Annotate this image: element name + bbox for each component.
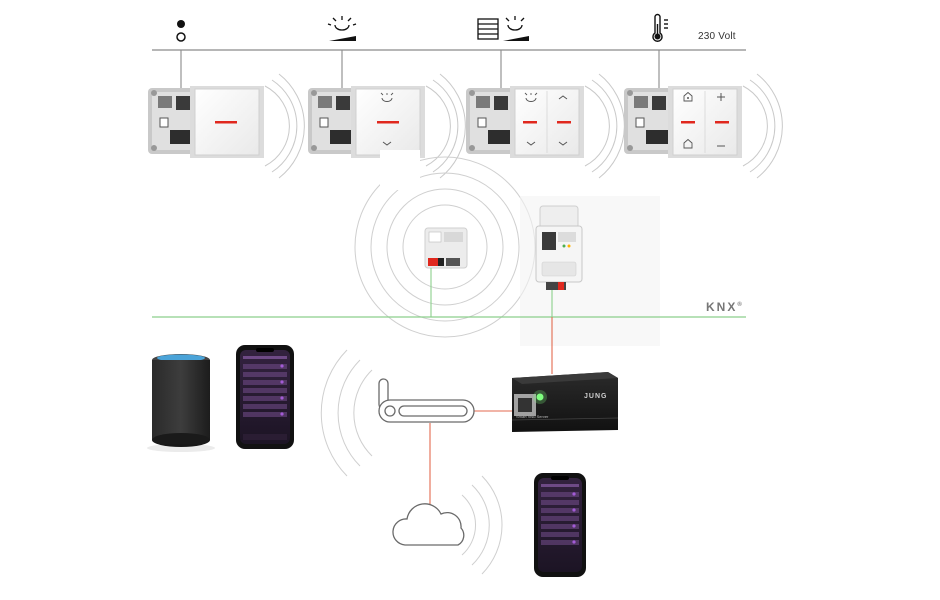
chevron-down-icon (526, 141, 536, 146)
knx-ip-router (535, 205, 583, 290)
knx-label: KNX (706, 300, 738, 314)
smart-speaker (147, 354, 215, 452)
switch-insert-3 (466, 88, 516, 154)
away-icon (683, 138, 693, 149)
smart-visu-server (511, 372, 619, 432)
radio-waves-cloud (461, 475, 503, 575)
ip-network-lines (429, 317, 553, 510)
status-led (523, 121, 537, 124)
switch-insert-1 (148, 88, 198, 154)
switch-plate-3 (510, 86, 584, 158)
switch-plate-2 (351, 86, 425, 158)
status-led (681, 121, 695, 124)
server-brand: JUNG (584, 393, 608, 400)
light-switch-icon (176, 20, 186, 42)
radio-waves-switches (264, 73, 783, 179)
rf-gateway-module (424, 227, 468, 269)
wlan-router-icon (378, 378, 475, 423)
home-icon (683, 91, 693, 102)
blinds-dimmer-icon (477, 16, 529, 41)
wave-mask (380, 150, 420, 190)
radio-waves-router (320, 349, 373, 477)
dimmer-icon (524, 92, 538, 102)
knx-logo: KNX® (706, 300, 742, 314)
status-led (557, 121, 571, 124)
status-led (715, 121, 729, 124)
voltage-label: 230 Volt (698, 31, 736, 42)
knx-registered-mark: ® (737, 302, 742, 308)
switch-plate-4 (668, 86, 742, 158)
chevron-down-icon (382, 141, 392, 146)
switch-insert-2 (308, 88, 358, 154)
status-led (215, 121, 237, 124)
smartphone-2 (534, 473, 586, 577)
plus-icon (717, 93, 725, 101)
smartphone-1 (236, 345, 294, 449)
chevron-down-icon (558, 141, 568, 146)
dimmer-icon (380, 92, 394, 102)
switch-plate-1 (190, 86, 264, 158)
dimmer-icon (327, 16, 357, 41)
chevron-up-icon (558, 95, 568, 100)
switch-insert-4 (624, 88, 674, 154)
server-label: Smart Visu Server (516, 414, 549, 419)
cloud-icon (392, 503, 465, 546)
thermometer-icon (652, 13, 668, 42)
status-led (377, 121, 399, 124)
power-drop-lines (180, 50, 660, 94)
